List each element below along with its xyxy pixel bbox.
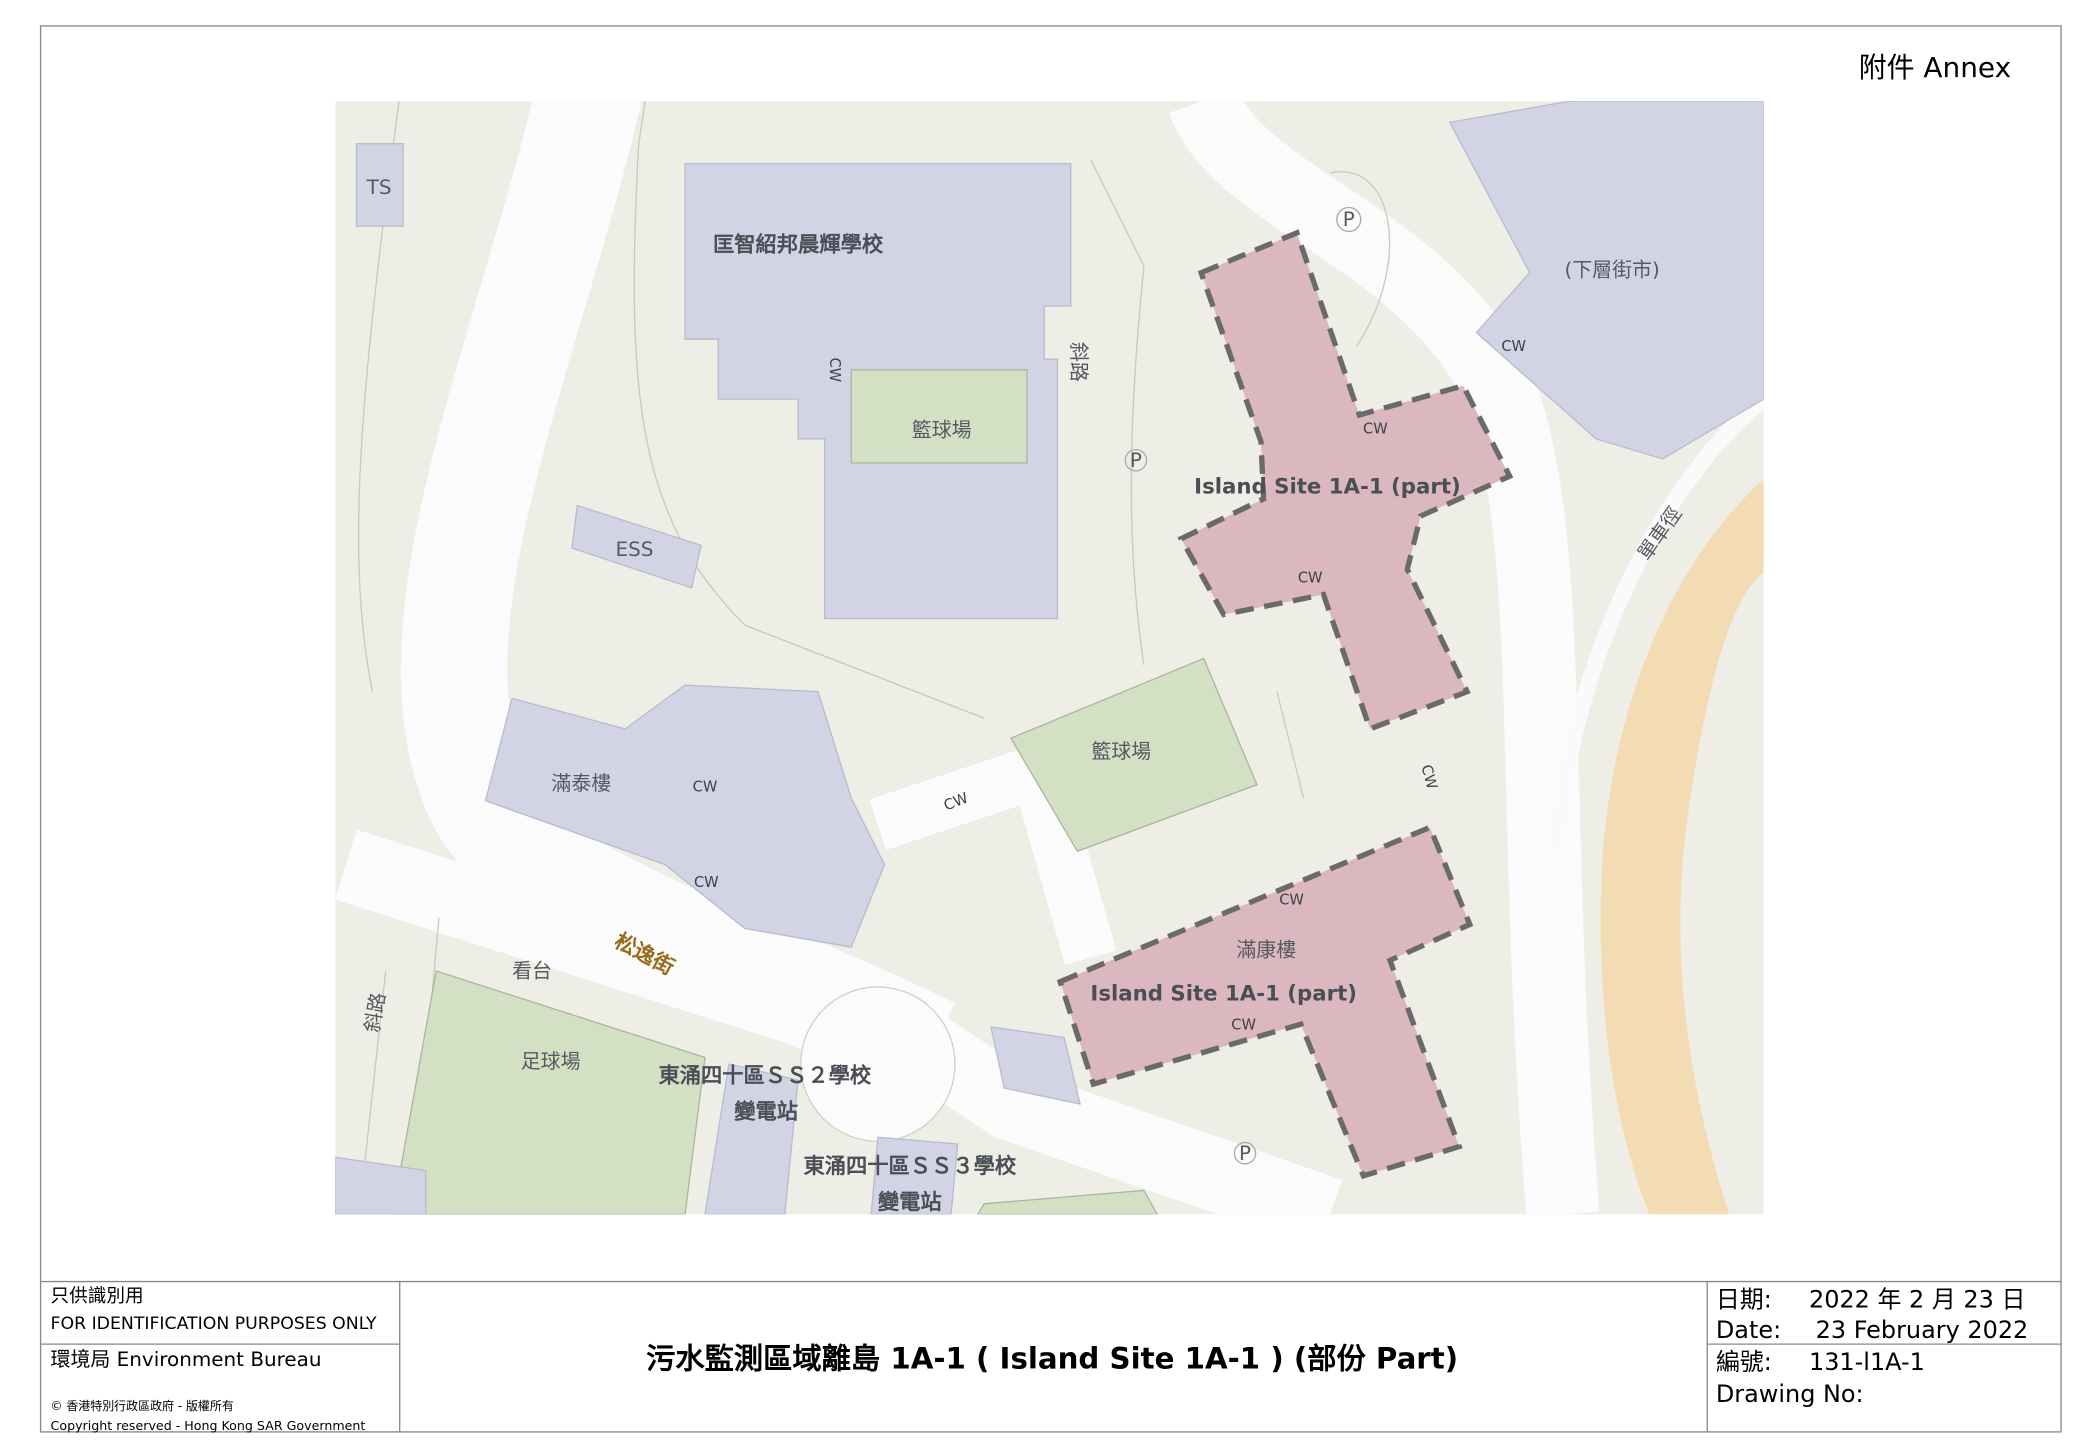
- label-ess: ESS: [616, 537, 654, 561]
- label-parking-3: P: [1239, 1141, 1251, 1165]
- building-small-east: [990, 1026, 1081, 1105]
- river-band: [1600, 478, 1764, 1215]
- basketball-court-1: [850, 369, 1028, 464]
- label-cw-3: CW: [1363, 421, 1388, 438]
- label-substation-2: 變電站: [878, 1189, 942, 1215]
- drawing-number: 131-l1A-1: [1809, 1348, 1925, 1376]
- label-cw-10: CW: [1231, 1017, 1256, 1034]
- road-chung-yat-street: [335, 829, 1343, 1215]
- id-purpose-en: FOR IDENTIFICATION PURPOSES ONLY: [51, 1314, 378, 1334]
- building-substation-1: [704, 1063, 799, 1215]
- label-cw-2: CW: [1501, 338, 1526, 355]
- bureau-name: 環境局 Environment Bureau: [51, 1347, 322, 1371]
- label-ts: TS: [366, 175, 392, 199]
- date-value-zh: 2022 年 2 月 23 日: [1809, 1286, 2025, 1314]
- building-market: [1448, 101, 1764, 460]
- parking-icon-2: [1336, 206, 1362, 233]
- island-site-south-boundary[interactable]: [1056, 823, 1474, 1180]
- date-value-en: 23 February 2022: [1816, 1316, 2029, 1344]
- building-substation-2: [870, 1136, 959, 1215]
- label-school-ss2: 東涌四十區ＳＳ２學校: [658, 1063, 871, 1089]
- drawing-label-zh: 編號:: [1716, 1348, 1772, 1376]
- building-ess: [571, 504, 702, 589]
- id-purpose-zh: 只供識別用: [51, 1286, 144, 1307]
- label-man-tai-house: 滿泰樓: [551, 771, 611, 795]
- site-map[interactable]: TS 匡智紹邦晨輝學校 籃球場 CW 斜路 P ESS P (下層街市) CW …: [335, 80, 1764, 1215]
- label-parking-1: P: [1130, 448, 1142, 472]
- label-island-site-south: Island Site 1A-1 (part): [1090, 981, 1357, 1006]
- label-cw-4: CW: [1298, 570, 1323, 587]
- label-basketball-2: 籃球場: [1091, 739, 1151, 763]
- drawing-title: 污水監測區域離島 1A-1 ( Island Site 1A-1 ) (部份 P…: [646, 1342, 1458, 1376]
- drawing-label-en: Drawing No:: [1716, 1380, 1864, 1408]
- copyright-en: Copyright reserved - Hong Kong SAR Gover…: [51, 1418, 366, 1433]
- island-site-north-boundary[interactable]: [1177, 229, 1514, 733]
- road-east: [1169, 101, 1600, 1215]
- label-market: (下層街市): [1564, 258, 1659, 282]
- date-label-zh: 日期:: [1716, 1286, 1772, 1314]
- sheet-border: [39, 25, 2062, 1433]
- cycle-track: [1548, 392, 1764, 852]
- label-cw-7: CW: [694, 874, 719, 891]
- parking-icon-3: [1233, 1141, 1257, 1165]
- football-field: [391, 970, 706, 1215]
- label-school-north: 匡智紹邦晨輝學校: [713, 231, 884, 257]
- copyright-zh: © 香港特別行政區政府 - 版權所有: [51, 1398, 234, 1413]
- building-southwest: [335, 1156, 427, 1215]
- label-substation-1: 變電站: [734, 1099, 798, 1125]
- label-basketball-1: 籃球場: [912, 417, 972, 441]
- label-cw-5: CW: [693, 778, 718, 795]
- annex-label: 附件 Annex: [1859, 51, 2011, 84]
- label-cw-9: CW: [1279, 892, 1304, 909]
- label-island-site-north: Island Site 1A-1 (part): [1194, 474, 1461, 499]
- label-stand: 看台: [512, 959, 552, 983]
- building-ts: [355, 143, 404, 227]
- label-ramp-1: 斜路: [1067, 342, 1091, 382]
- label-school-ss3: 東涌四十區ＳＳ３學校: [803, 1153, 1016, 1179]
- parking-icon-1: [1124, 448, 1148, 472]
- basketball-court-2: [1009, 657, 1258, 853]
- label-man-hong-house: 滿康樓: [1236, 937, 1296, 961]
- label-football: 足球場: [521, 1049, 581, 1073]
- label-parking-2: P: [1343, 207, 1355, 231]
- building-man-tai-house: [484, 684, 886, 948]
- date-label-en: Date:: [1716, 1316, 1781, 1344]
- label-cw-8: CW: [1418, 763, 1441, 791]
- title-block: [39, 1280, 2062, 1433]
- field-south: [976, 1189, 1158, 1215]
- label-cw-1: CW: [826, 357, 843, 382]
